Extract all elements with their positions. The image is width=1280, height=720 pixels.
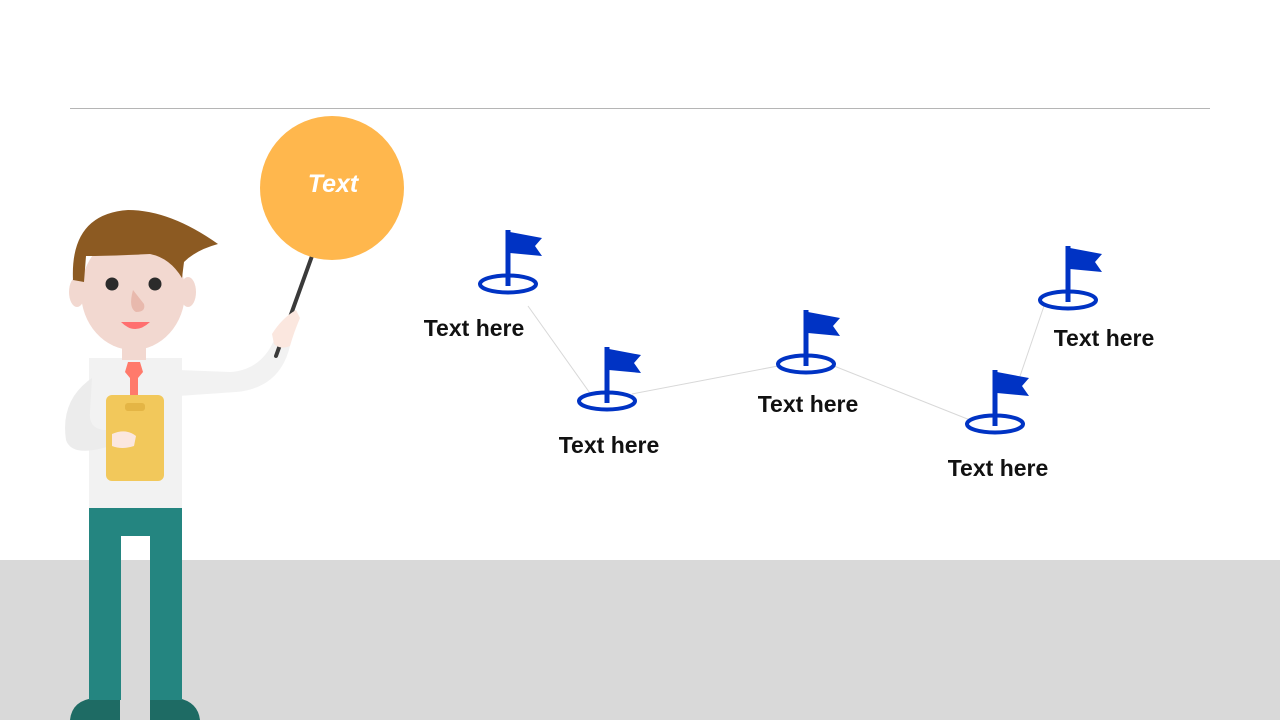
bubble-circle [260, 116, 404, 260]
flag-icon [577, 347, 641, 412]
milestone-label: Text here [558, 432, 660, 458]
milestone-label: Text here [1053, 325, 1155, 351]
milestone-label: Text here [423, 315, 525, 341]
flag-icon [1038, 246, 1102, 311]
flag-icon [965, 370, 1029, 435]
connector-2-3 [631, 365, 779, 395]
presenter-illustration [65, 210, 314, 720]
bubble-text: Text [307, 170, 359, 198]
milestone-label: Text here [947, 455, 1049, 481]
milestone-label: Text here [757, 391, 859, 417]
connector-4-5 [1017, 305, 1045, 383]
divider-line [70, 108, 1210, 109]
flag-icon [776, 310, 840, 375]
connector-lines [527, 305, 1045, 421]
floor [0, 560, 1280, 720]
flag-icon [478, 230, 542, 295]
connector-3-4 [833, 365, 971, 421]
connector-1-2 [527, 305, 593, 397]
